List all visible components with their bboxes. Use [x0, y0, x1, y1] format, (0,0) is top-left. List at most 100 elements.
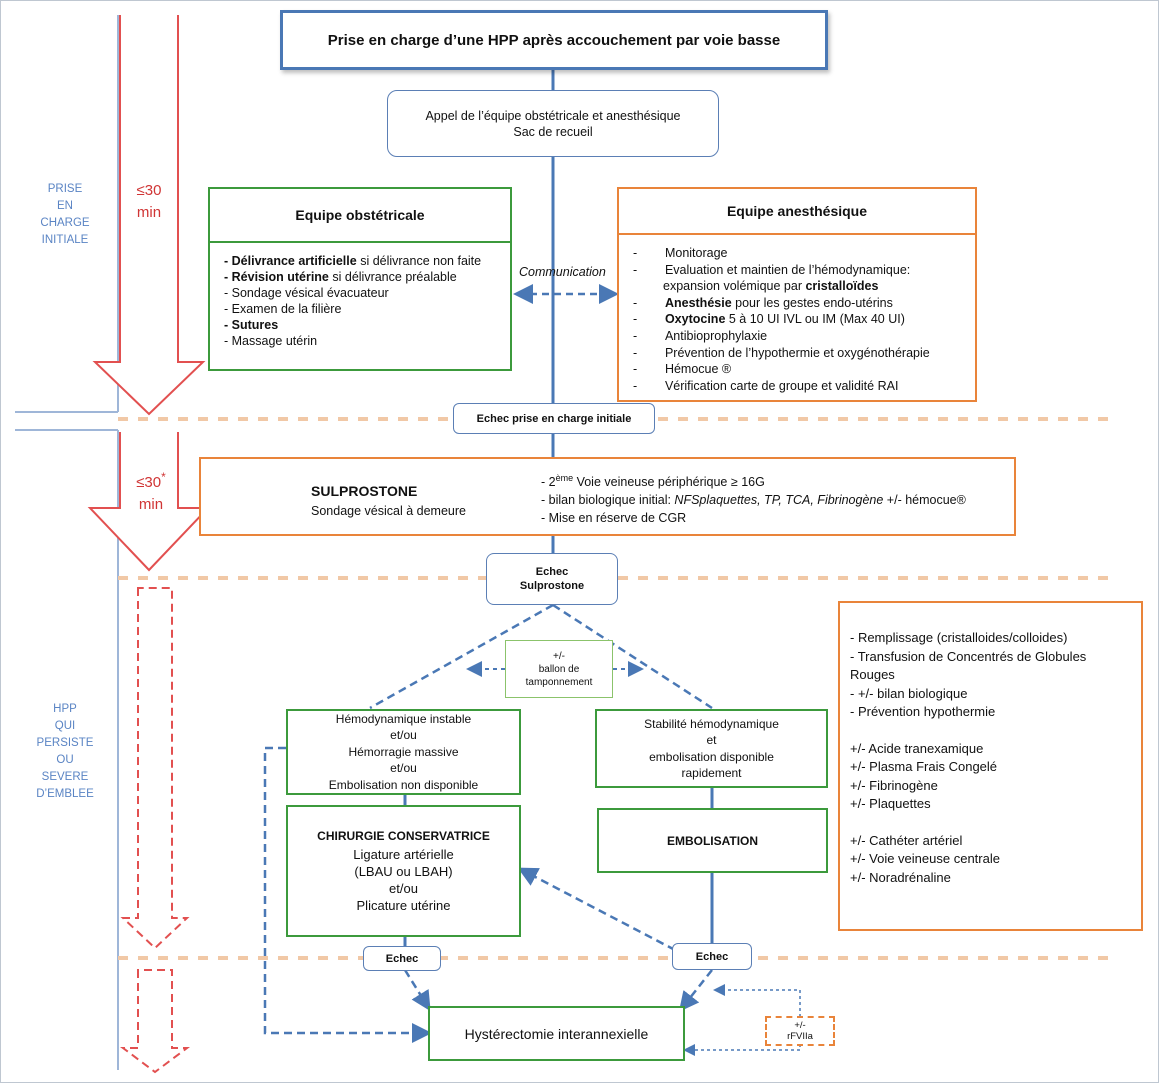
stable-box: Stabilité hémodynamique et embolisation … — [595, 709, 828, 788]
timer-1-value: ≤30 — [136, 182, 162, 199]
obstetric-item: - Sondage vésical évacuateur — [224, 286, 389, 300]
right-item: +/- Fibrinogène — [850, 777, 938, 793]
unstable-line-5: Embolisation non disponible — [328, 777, 479, 792]
stable-line-4: rapidement — [681, 766, 742, 780]
call-line-2: Sac de recueil — [513, 124, 593, 139]
obstetric-item: - Massage utérin — [224, 334, 318, 348]
right-item: - Transfusion de Concentrés de Globules — [850, 648, 1087, 664]
rfviia-box: +/- rFVIIa — [765, 1016, 835, 1046]
surgery-line-2: (LBAU ou LBAH) — [354, 863, 453, 879]
hysterectomy-label: Hystérectomie interannexielle — [464, 1025, 649, 1042]
anesthesia-item: - Monitorage — [633, 246, 728, 260]
phase1-label-3: CHARGE — [40, 217, 90, 229]
anesthesia-item: - Antibioprophylaxie — [633, 328, 768, 343]
anesthesia-item: - Oxytocine 5 à 10 UI IVL ou IM (Max 40 … — [633, 312, 905, 327]
right-item: +/- Plasma Frais Congelé — [850, 759, 998, 774]
fail-sulprostone-line1: Echec — [535, 566, 569, 578]
sulprostone-action-2: - bilan biologique initial: NFSplaquette… — [541, 493, 966, 508]
stable-line-2: et — [706, 733, 717, 747]
anesthesia-item: - Hémocue ® — [633, 362, 732, 377]
phase2-label-6: D’EMBLEE — [36, 788, 94, 800]
phase2-label-3: PERSISTE — [36, 737, 94, 749]
phase1-label: PRISE EN CHARGE INITIALE — [20, 181, 110, 249]
call-box: Appel de l’équipe obstétricale et anesth… — [387, 90, 719, 157]
fail-initial-label: Echec prise en charge initiale — [476, 412, 632, 425]
surgery-line-3: et/ou — [389, 880, 418, 896]
hysterectomy-box: Hystérectomie interannexielle — [428, 1006, 685, 1061]
surgery-title: CHIRURGIE CONSERVATRICE — [317, 828, 490, 843]
sulprostone-subtitle: Sondage vésical à demeure — [311, 504, 466, 518]
obstetric-item: - Examen de la filière — [224, 302, 342, 316]
page-title: Prise en charge d’une HPP après accouche… — [327, 31, 781, 49]
anesthesia-team-box: Equipe anesthésique - Monitorage - Evalu… — [617, 187, 977, 402]
obstetric-item: - Révision utérine si délivrance préalab… — [224, 270, 457, 284]
sulprostone-action-3: - Mise en réserve de CGR — [541, 511, 687, 526]
timer-2-value: ≤30 — [136, 474, 162, 491]
anesthesia-item: - Vérification carte de groupe et validi… — [633, 378, 899, 393]
right-item: - Remplissage (cristalloides/colloides) — [850, 630, 1068, 645]
timer-1-unit: min — [136, 204, 162, 221]
surgery-line-4: Plicature utérine — [356, 897, 451, 913]
sulprostone-box: SULPROSTONE Sondage vésical à demeure - … — [199, 457, 1016, 536]
balloon-line2: ballon de — [538, 663, 580, 675]
balloon-line1: +/- — [553, 650, 565, 662]
sulprostone-actions: - 2ème Voie veineuse périphérique ≥ 16G … — [541, 469, 966, 527]
sulprostone-action-1: - 2ème Voie veineuse périphérique ≥ 16G — [541, 473, 765, 490]
right-panel-group-1: - Remplissage (cristalloides/colloides) … — [850, 629, 1131, 722]
obstetric-item: - Sutures — [224, 318, 279, 332]
obstetric-team-box: Equipe obstétricale - Délivrance artific… — [208, 187, 512, 371]
phase2-label-2: QUI — [54, 720, 76, 732]
rfviia-line2: rFVIIa — [787, 1031, 813, 1042]
anesthesia-item: - Prévention de l’hypothermie et oxygéno… — [633, 345, 930, 360]
red-arrow-4 — [120, 969, 190, 1074]
right-panel-group-3: +/- Cathéter artériel +/- Voie veineuse … — [850, 832, 1131, 888]
stable-line-1: Stabilité hémodynamique — [644, 716, 779, 731]
anesthesia-team-list: - Monitorage - Evaluation et maintien de… — [619, 235, 975, 394]
obstetric-team-header: Equipe obstétricale — [295, 207, 425, 223]
fail-right-box: Echec — [672, 943, 752, 970]
right-panel-group-2: +/- Acide tranexamique +/- Plasma Frais … — [850, 740, 1131, 814]
anesthesia-item: - Evaluation et maintien de l’hémodynami… — [633, 262, 911, 277]
unstable-line-4: et/ou — [390, 761, 417, 776]
anesthesia-team-header: Equipe anesthésique — [726, 203, 868, 219]
obstetric-item: - Délivrance artificielle si délivrance … — [224, 254, 482, 268]
rfviia-line1: +/- — [794, 1020, 806, 1031]
fail-sulprostone-box: Echec Sulprostone — [486, 553, 618, 605]
red-arrow-3 — [120, 587, 190, 950]
embolisation-box: EMBOLISATION — [597, 808, 828, 873]
anesthesia-item: - Anesthésie pour les gestes endo-utérin… — [633, 295, 893, 310]
phase1-label-2: EN — [57, 200, 73, 212]
unstable-line-1: Hémodynamique instable — [335, 711, 472, 726]
right-item: +/- Acide tranexamique — [850, 740, 984, 756]
embolisation-label: EMBOLISATION — [666, 833, 759, 848]
phase1-label-1: PRISE — [47, 183, 83, 195]
right-item: +/- Voie veineuse centrale — [850, 851, 1000, 866]
phase2-label-5: SEVERE — [41, 771, 89, 783]
fail-left-label: Echec — [385, 952, 419, 965]
fail-left-box: Echec — [363, 946, 441, 971]
balloon-box: +/- ballon de tamponnement — [505, 640, 613, 698]
phase1-label-4: INITIALE — [41, 234, 89, 246]
balloon-line3: tamponnement — [525, 676, 593, 688]
right-item: +/- Plaquettes — [850, 796, 931, 811]
right-item: +/- Cathéter artériel — [850, 832, 963, 848]
obstetric-team-list: - Délivrance artificielle si délivrance … — [210, 243, 510, 349]
timer-2: ≤30* min — [124, 466, 178, 516]
right-item: - +/- bilan biologique — [850, 685, 968, 701]
fail-right-label: Echec — [695, 950, 729, 963]
stable-line-3: embolisation disponible — [649, 749, 774, 764]
timer-2-unit: min — [138, 496, 164, 513]
call-line-1: Appel de l’équipe obstétricale et anesth… — [425, 108, 681, 123]
right-item: - Prévention hypothermie — [850, 704, 996, 719]
timer-1: ≤30 min — [124, 180, 174, 224]
unstable-line-2: et/ou — [390, 728, 417, 743]
title-box: Prise en charge d’une HPP après accouche… — [280, 10, 828, 70]
phase2-label: HPP QUI PERSISTE OU SEVERE D’EMBLEE — [20, 701, 110, 803]
red-arrow-2 — [87, 432, 211, 572]
anesthesia-item: expansion volémique par cristalloïdes — [663, 279, 879, 294]
surgery-line-1: Ligature artérielle — [353, 846, 454, 862]
right-item: Rouges — [850, 667, 895, 682]
sulprostone-title: SULPROSTONE — [311, 483, 418, 499]
sulprostone-left: SULPROSTONE Sondage vésical à demeure — [311, 483, 466, 519]
